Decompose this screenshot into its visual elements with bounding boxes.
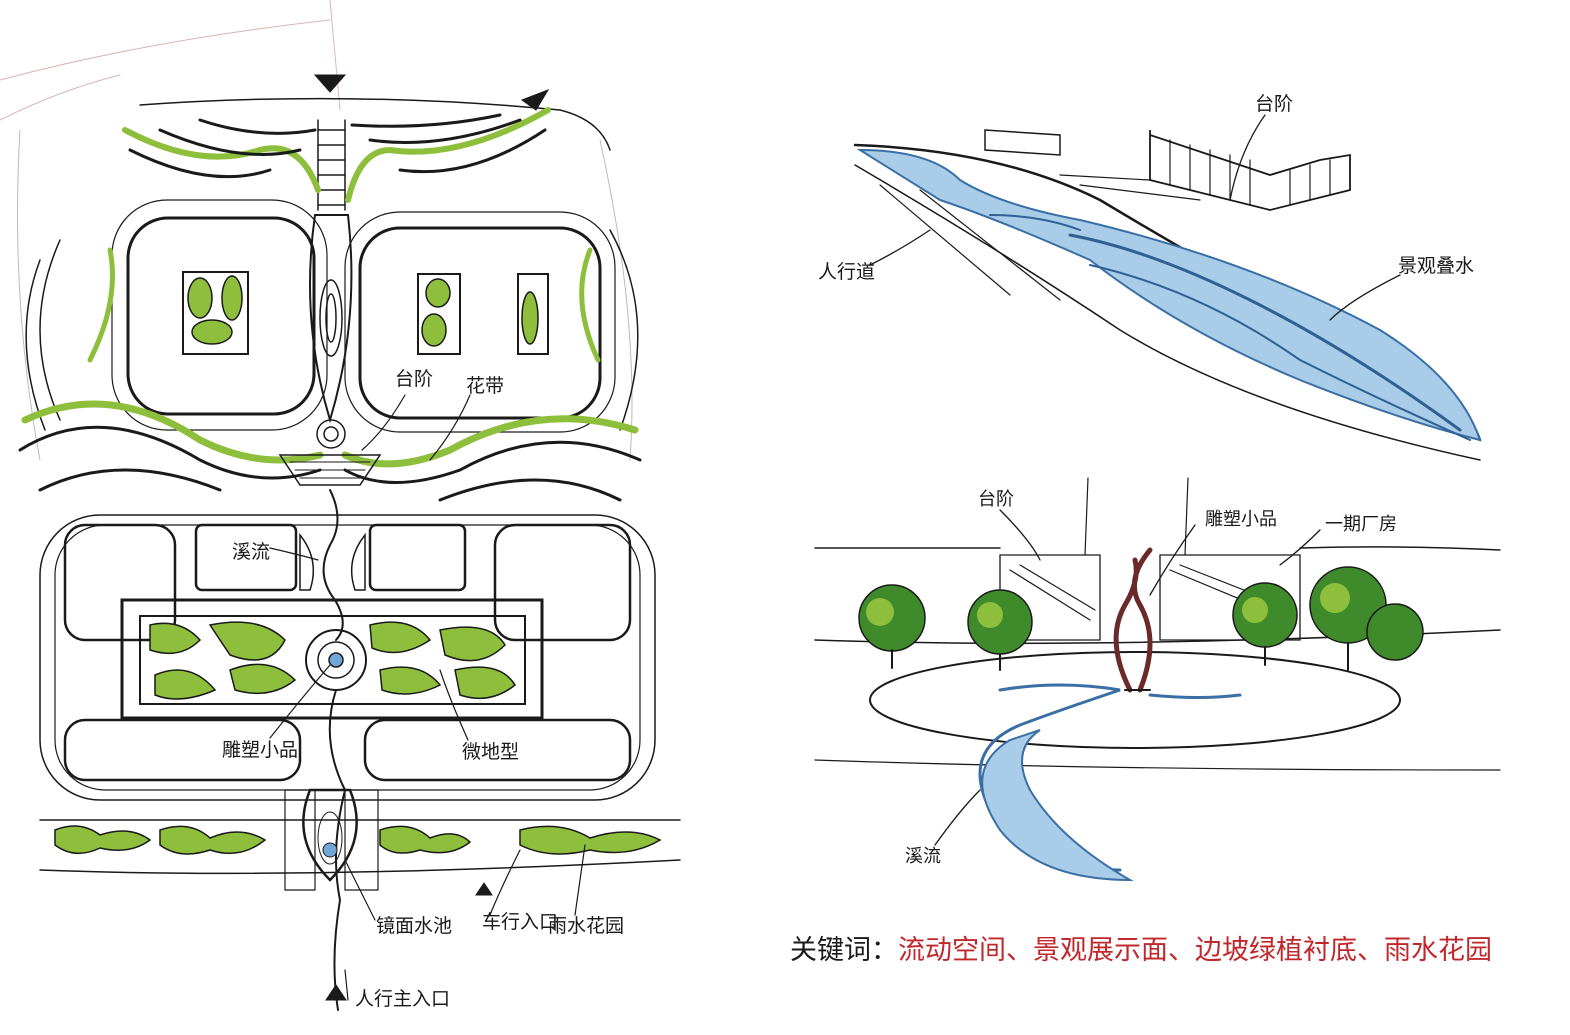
plan-label-main-entry: 人行主入口: [355, 988, 450, 1010]
keywords-line: 关键词：流动空间、景观展示面、边坡绿植衬底、雨水花园: [790, 928, 1492, 967]
bottom-label-sculpture: 雕塑小品: [1205, 509, 1277, 530]
plaza-sketch: [814, 477, 1501, 882]
top-label-cascade: 景观叠水: [1398, 255, 1474, 277]
top-sketch-labels: 台阶 人行道 景观叠水: [818, 93, 1474, 283]
keywords-prefix: 关键词：: [790, 935, 898, 966]
top-label-sidewalk: 人行道: [818, 261, 875, 283]
plan-label-stream: 溪流: [232, 541, 270, 563]
plan-label-mirror-pool: 镜面水池: [376, 915, 452, 937]
plan-label-rain-garden: 雨水花园: [548, 915, 624, 937]
plan-label-flower-belt: 花带: [466, 375, 504, 397]
site-plan: [0, 0, 681, 1011]
bottom-label-phase-one: 一期厂房: [1325, 514, 1397, 535]
bottom-sketch-labels: 台阶 雕塑小品 一期厂房 溪流: [905, 489, 1397, 867]
cascade-sketch: [853, 114, 1482, 461]
plan-label-steps: 台阶: [395, 368, 433, 390]
keywords-terms: 流动空间、景观展示面、边坡绿植衬底、雨水花园: [898, 935, 1492, 966]
plan-label-sculpture: 雕塑小品: [222, 739, 298, 761]
plan-labels: 台阶 花带 溪流 雕塑小品 微地型 镜面水池 车行入口 雨水花园 人行主入口: [222, 368, 624, 1010]
plan-label-vehicle-entry: 车行入口: [482, 911, 558, 933]
bottom-label-steps: 台阶: [978, 489, 1014, 510]
bottom-label-stream: 溪流: [905, 846, 941, 867]
top-label-steps: 台阶: [1255, 93, 1293, 115]
plan-label-micro-terrain: 微地型: [462, 741, 519, 763]
